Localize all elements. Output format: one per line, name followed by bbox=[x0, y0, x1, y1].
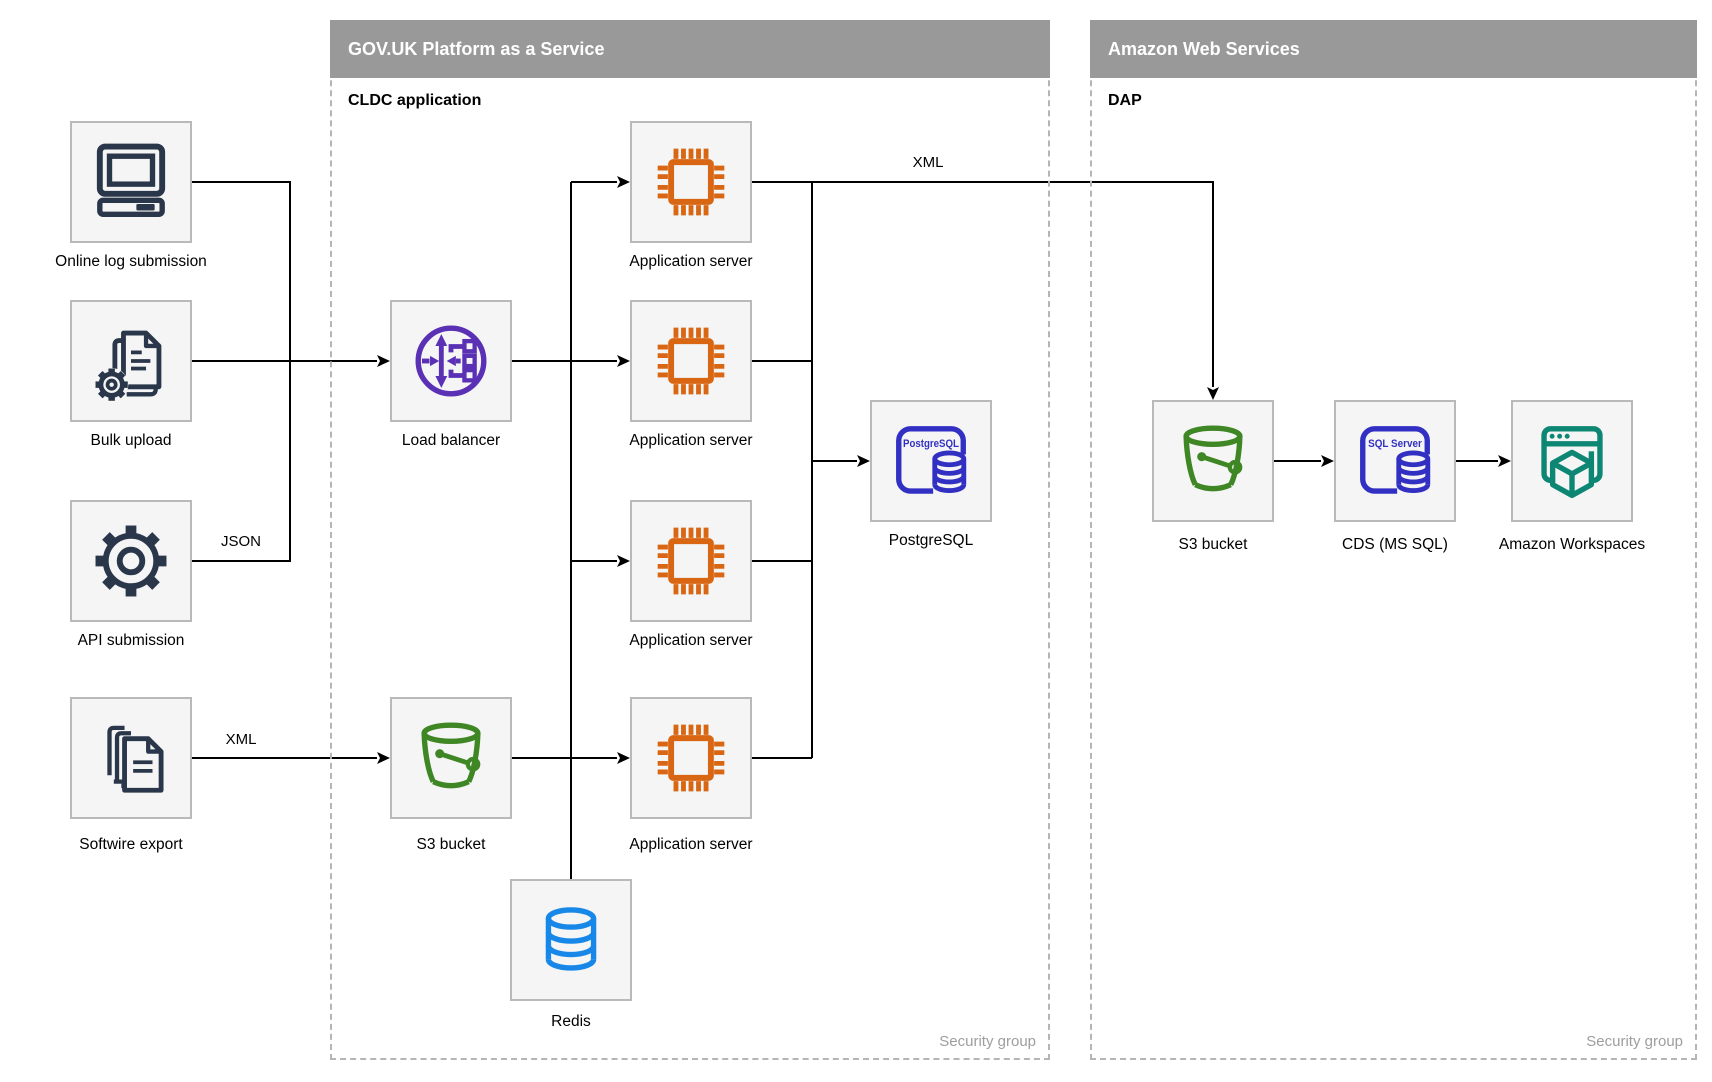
postgresql-icon-text: PostgreSQL bbox=[903, 438, 959, 450]
edge-label-json: JSON bbox=[220, 533, 261, 550]
documents-stack-icon bbox=[107, 725, 164, 793]
api-submission-label: API submission bbox=[77, 632, 185, 649]
sql-server-icon-text: SQL Server bbox=[1368, 438, 1422, 450]
aws-s3-bucket-label: S3 bucket bbox=[1178, 536, 1248, 553]
node-api-submission bbox=[70, 500, 192, 622]
app-server-2-label: Application server bbox=[629, 432, 753, 449]
node-amazon-workspaces bbox=[1511, 400, 1633, 522]
node-postgresql: PostgreSQL bbox=[870, 400, 992, 522]
node-app-server-3 bbox=[630, 500, 752, 622]
aws-header: Amazon Web Services bbox=[1090, 20, 1697, 78]
aws-container: Amazon Web Services DAP Security group bbox=[1090, 20, 1697, 1060]
load-balancer-label: Load balancer bbox=[401, 432, 501, 449]
amazon-workspaces-label: Amazon Workspaces bbox=[1498, 536, 1646, 553]
cldc-application-label: CLDC application bbox=[348, 92, 482, 109]
node-softwire-export bbox=[70, 697, 192, 819]
node-load-balancer bbox=[390, 300, 512, 422]
cds-mssql-label: CDS (MS SQL) bbox=[1342, 536, 1448, 553]
amazon-workspaces-icon bbox=[1541, 426, 1603, 499]
postgresql-icon: PostgreSQL bbox=[896, 426, 967, 494]
node-aws-s3-bucket bbox=[1152, 400, 1274, 522]
connector-sources-junction bbox=[192, 181, 291, 562]
computer-icon bbox=[96, 143, 166, 217]
gear-icon bbox=[95, 525, 167, 597]
bulk-upload-label: Bulk upload bbox=[90, 432, 172, 449]
node-redis bbox=[510, 879, 632, 1001]
node-app-server-1 bbox=[630, 121, 752, 243]
app-server-1-label: Application server bbox=[629, 253, 753, 270]
online-log-submission-label: Online log submission bbox=[55, 253, 207, 270]
node-app-server-4 bbox=[630, 697, 752, 819]
govuk-security-group-label: Security group bbox=[939, 1033, 1036, 1050]
document-gear-icon bbox=[94, 330, 162, 402]
cpu-chip-icon bbox=[657, 148, 725, 216]
aws-title: Amazon Web Services bbox=[1108, 39, 1300, 59]
govuk-paas-header: GOV.UK Platform as a Service bbox=[330, 20, 1050, 78]
node-cds-mssql: SQL Server bbox=[1334, 400, 1456, 522]
cpu-chip-icon bbox=[657, 724, 725, 792]
edge-label-xml-to-aws: XML bbox=[912, 154, 944, 171]
aws-security-group-label: Security group bbox=[1586, 1033, 1683, 1050]
node-online-log-submission bbox=[70, 121, 192, 243]
node-app-server-2 bbox=[630, 300, 752, 422]
govuk-s3-bucket-label: S3 bucket bbox=[416, 836, 486, 853]
redis-label: Redis bbox=[551, 1013, 591, 1030]
app-server-3-label: Application server bbox=[629, 632, 753, 649]
govuk-paas-container: GOV.UK Platform as a Service CLDC applic… bbox=[330, 20, 1050, 1060]
cpu-chip-icon bbox=[657, 527, 725, 595]
node-bulk-upload bbox=[70, 300, 192, 422]
cpu-chip-icon bbox=[657, 327, 725, 395]
s3-bucket-icon bbox=[421, 722, 481, 789]
app-server-4-label: Application server bbox=[629, 836, 753, 853]
s3-bucket-icon bbox=[1183, 425, 1243, 492]
postgresql-label: PostgreSQL bbox=[888, 532, 974, 549]
node-govuk-s3-bucket bbox=[390, 697, 512, 819]
redis-database-icon bbox=[545, 907, 597, 971]
load-balancer-icon bbox=[415, 325, 487, 397]
softwire-export-label: Softwire export bbox=[79, 836, 183, 853]
govuk-paas-title: GOV.UK Platform as a Service bbox=[348, 39, 605, 59]
edge-label-xml-softwire: XML bbox=[225, 731, 257, 748]
connector-xml-to-aws-s3 bbox=[752, 181, 1219, 400]
dap-label: DAP bbox=[1108, 92, 1142, 109]
sql-server-database-icon: SQL Server bbox=[1360, 426, 1431, 494]
